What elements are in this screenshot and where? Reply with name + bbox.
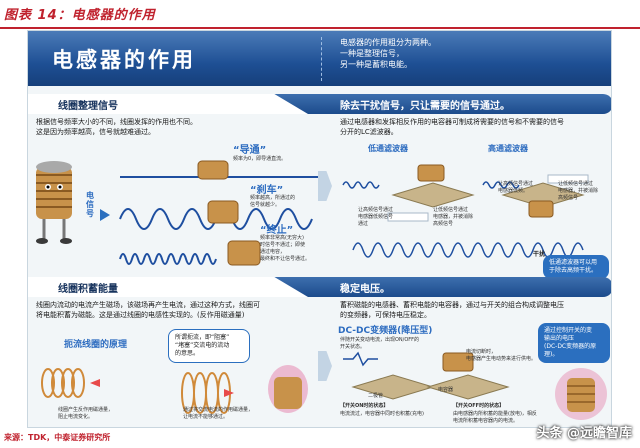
dcdc-off-label: 【开关OFF时的状态】 (453, 403, 505, 409)
banner-intro: 电感器的作用粗分为两种。 一种是整理信号， 另一种是蓄积电能。 (340, 38, 436, 69)
dcdc-tip: 通过控制开关的变 输出的电压 (DC-DC变频器的原理)。 (538, 323, 610, 363)
dcdc-on-note: 电流流过，电容器中同时也积蓄(充电) (340, 411, 424, 417)
lenz-note-1: 线圈产生反作用磁通量， 阻止电流变化。 (58, 407, 114, 420)
highpass-note-2: 让低频信号通过 电感器，并被消除 高频信号 (558, 181, 599, 201)
lowpass-title: 低通滤波器 (368, 144, 408, 153)
highpass-note: 让高频信号通过 电感器低频。 (498, 181, 534, 194)
lc-filter-desc: 通过电感器和发挥相反作用的电容器可制成将需要的信号和不需要的信号 分开的LC滤波… (340, 118, 564, 136)
pass-label: “导通” (233, 145, 267, 156)
watermark: 头条 @远瞻智库 (536, 426, 632, 441)
section-signal-subtitle: 除去干扰信号，只让需要的信号通过。 (340, 101, 510, 112)
section-signal-title: 线圈整理信号 (28, 94, 308, 114)
lowpass-note: 让高频信号通过 电感器低频信号 通过 (358, 207, 394, 227)
dcdc-circuit-illustration (343, 351, 510, 400)
dcdc-title: DC-DC变频器(降压型) (338, 326, 433, 336)
caption-rule (0, 27, 640, 29)
lowpass-tip: 低通滤波器可以用 于除去高频干扰。 (543, 255, 609, 279)
dcdc-desc: 蓄积磁能的电感器、蓄积电能的电容器，通过与开关的组合构成调整电压 的变频器，可保… (340, 301, 564, 319)
lowpass-note-2: 让低频信号通过 电感器，并被消除 高频信号 (433, 207, 474, 227)
stop-note: 频率非常高(无穷大) 时信号不通过；即使 通过电容， 最终和不让信号通过。 (260, 235, 311, 262)
section-energy-bar: 线圈积蓄能量 稳定电压。 (28, 277, 611, 297)
section-signal-desc: 根据信号频率大小的不同，线圈发挥的作用也不同。 这是因为频率越高，信号就越难通过… (36, 118, 197, 136)
dcdc-cut-note: 电流切断时， 电感器产生电动势来进行供电。 (466, 349, 537, 362)
banner-divider (321, 37, 322, 81)
choke-coil-illustration (41, 365, 308, 414)
section-energy-desc: 线圈内流动的电流产生磁场，该磁场再产生电流，通过这种方式，线圈可 将电能积蓄为磁… (36, 301, 260, 319)
choke-bubble: 所谓扼流，即“阻塞” “堵塞”交流电的流动 的意思。 (168, 329, 250, 363)
pass-note: 频率为0，即导通直流。 (233, 156, 287, 162)
signal-wave-illustration (36, 160, 318, 266)
highpass-title: 高通滤波器 (488, 144, 528, 153)
brake-note: 频率越高，所通过的 信号就越少。 (250, 195, 296, 208)
inductor-diagram: 电感器的作用 电感器的作用粗分为两种。 一种是整理信号， 另一种是蓄积电能。 线… (27, 30, 612, 428)
lc-filter-illustration (342, 164, 589, 258)
stop-label: “终止” (260, 225, 294, 236)
capacitor-label: 电容器 (438, 387, 454, 393)
brake-label: “刹车” (250, 185, 284, 196)
coil-mascot-icon (36, 161, 72, 244)
dcdc-off-note: 由电感器内所积蓄的能量(放电)，相反 电流所积蓄电容器内的电流。 (453, 411, 537, 424)
signal-label: 电信号 (86, 191, 94, 218)
figure-caption: 图表 14：电感器的作用 (4, 8, 156, 23)
source-note: 来源：TDK，中泰证券研究所 (4, 433, 111, 442)
section-energy-subtitle: 稳定电压。 (340, 284, 390, 295)
flow-arrow-icon-2 (318, 351, 332, 381)
dcdc-on-label: 【开关ON时的状态】 (340, 403, 389, 409)
noise-label: 干扰 (533, 251, 546, 258)
flow-arrow-icon (318, 171, 332, 201)
coil-mascot-icon-2 (555, 368, 607, 420)
lenz-note-2: 通过将交流电流的作用磁通量， 让电流不能够通过。 (183, 407, 254, 420)
lenz-title: 扼流线圈的原理 (64, 340, 128, 350)
diode-label: 二极管 (368, 393, 384, 399)
section-energy-title: 线圈积蓄能量 (28, 277, 308, 297)
section-signal-bar: 线圈整理信号 除去干扰信号，只让需要的信号通过。 (28, 94, 611, 114)
dcdc-top-note: 伴随开关变动电流，出现ON/OFF的 开关状态。 (340, 337, 420, 350)
banner-title: 电感器的作用 (52, 48, 196, 72)
title-banner: 电感器的作用 电感器的作用粗分为两种。 一种是整理信号， 另一种是蓄积电能。 (28, 31, 611, 86)
